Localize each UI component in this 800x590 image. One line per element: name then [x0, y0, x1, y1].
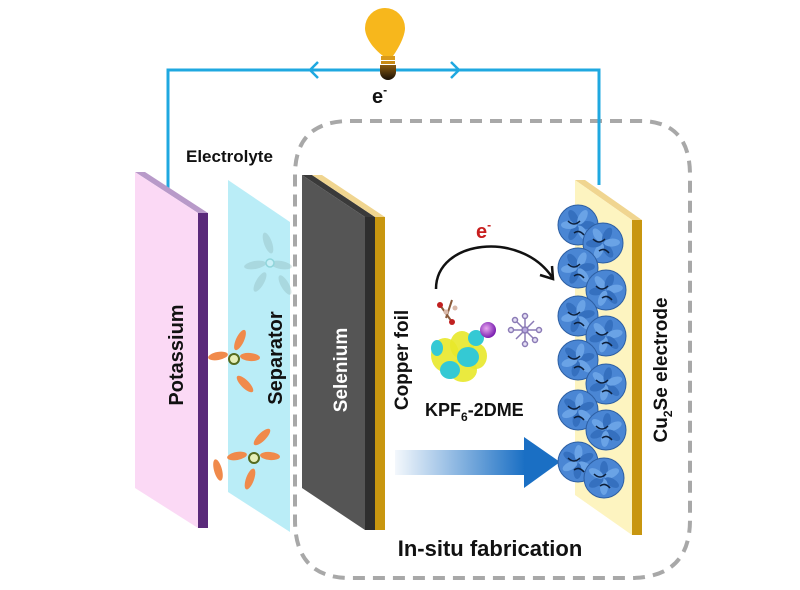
wire-arrow-right-icon [450, 61, 461, 79]
cu2se-nanocluster [583, 457, 625, 499]
ion-cluster-2 [213, 428, 280, 490]
cu2se-nanocluster [557, 295, 599, 337]
cu2se-nanocluster [557, 339, 599, 381]
selenium-label: Selenium [331, 328, 352, 412]
separator-label: Separator [265, 311, 287, 405]
in-situ-fabrication-label: In-situ fabrication [398, 536, 583, 561]
potassium-ion-icon [480, 322, 496, 338]
cu2se-electrode-label: Cu2Se electrode [651, 297, 675, 442]
complex-label: KPF6-2DME [425, 400, 524, 424]
cu2se-nanocluster [585, 315, 627, 357]
cu2se-electrode: Cu2Se electrode [557, 180, 675, 535]
selenium-cathode: Selenium [302, 175, 385, 530]
kpf6-2dme-molecule [431, 299, 543, 382]
cu2se-nanocluster [557, 247, 599, 289]
cu2se-nanocluster [557, 389, 599, 431]
cu2se-nanocluster [585, 409, 627, 451]
cu2se-nanocluster [582, 222, 624, 264]
electron-transfer-arrow [434, 245, 554, 290]
ion-cluster-faded [244, 232, 292, 295]
cu2se-nanocluster [585, 363, 627, 405]
fabrication-arrow [395, 437, 560, 488]
copper-foil-label: Copper foil [392, 310, 413, 410]
electrolyte-label: Electrolyte [186, 147, 273, 166]
wire-arrow-left-icon [308, 61, 319, 79]
electron-label-top: e- [372, 83, 387, 108]
light-bulb-icon [365, 8, 405, 80]
electron-label-mid: e- [476, 218, 491, 243]
potassium-label: Potassium [166, 304, 188, 405]
in-situ-region-frame [293, 119, 692, 580]
ion-cluster-1 [208, 329, 260, 393]
cu2se-nanocluster [585, 269, 627, 311]
electron-arrowhead-icon [539, 265, 555, 281]
potassium-anode: Potassium [135, 172, 208, 528]
cu2se-nanocluster-group [557, 204, 627, 499]
dme-molecule-icon [437, 299, 458, 325]
electron-density-orbital-icon [431, 330, 487, 382]
pf6-anion-icon [507, 312, 543, 348]
